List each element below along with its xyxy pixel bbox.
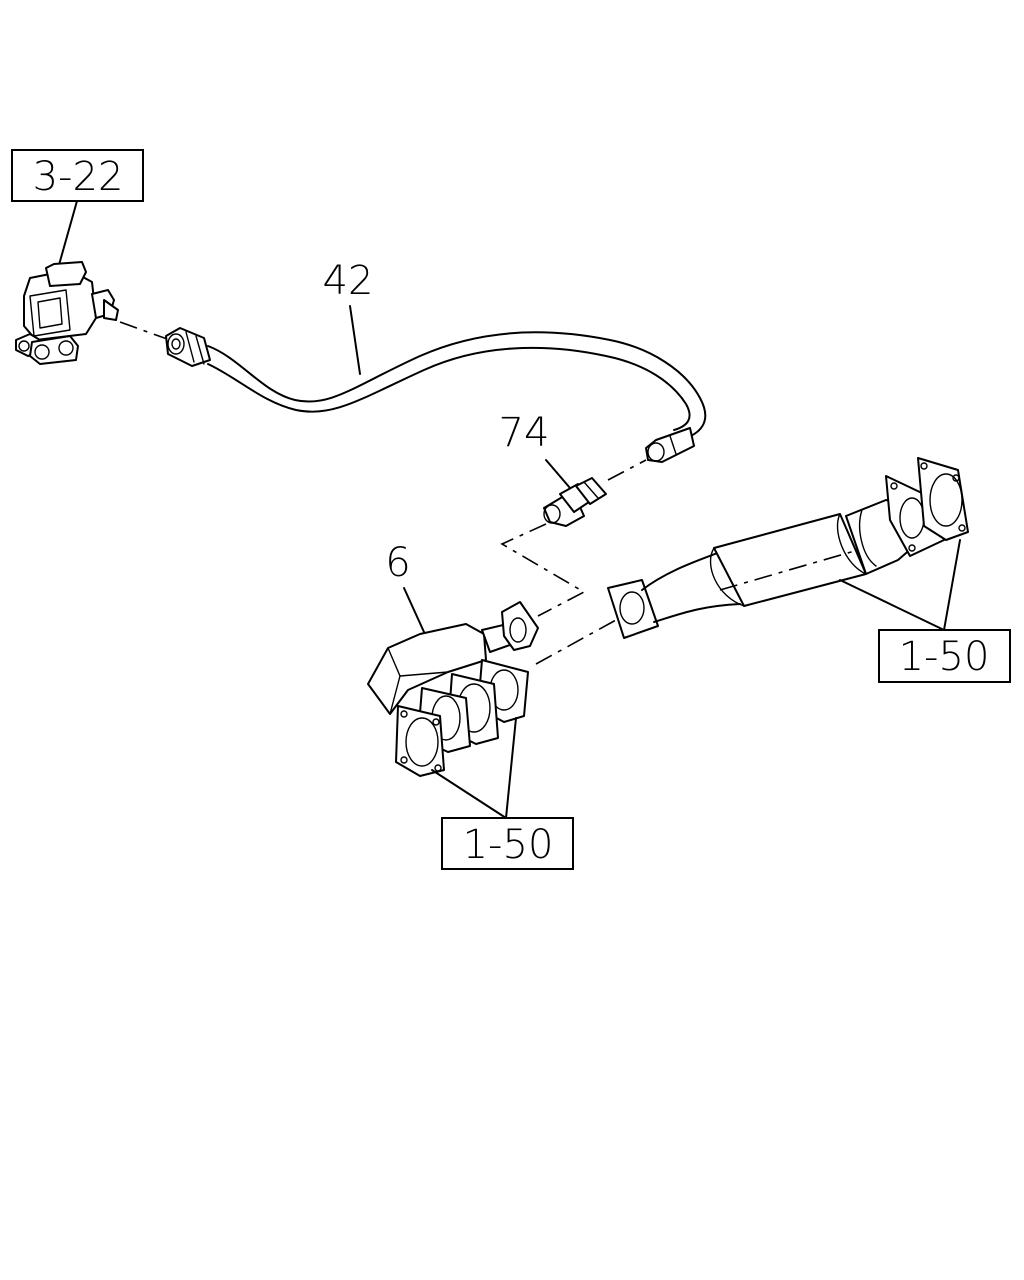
leader-line-74 <box>545 459 571 489</box>
dashed-line-fitting-pipe <box>500 523 586 617</box>
hose-42 <box>165 327 707 463</box>
leader-line-6 <box>403 587 425 633</box>
reference-box-1-50-right[interactable]: 1-50 <box>878 629 1011 683</box>
dashed-line-valve-hose <box>119 321 171 341</box>
dashed-line-fitting-hose <box>607 459 647 481</box>
leader-line-42 <box>349 305 361 375</box>
leader-line-1-50-bottom-a <box>431 769 507 819</box>
reference-box-3-22[interactable]: 3-22 <box>11 149 144 202</box>
reference-label-1-50-right: 1-50 <box>899 634 990 680</box>
part-number-6: 6 <box>385 540 410 586</box>
part-number-74: 74 <box>499 410 550 456</box>
exhaust-part-6 <box>367 601 539 777</box>
leader-line-1-50-right-a <box>839 579 945 631</box>
part-number-42: 42 <box>323 258 374 304</box>
reference-label-1-50-bottom: 1-50 <box>463 822 554 868</box>
reference-box-1-50-bottom[interactable]: 1-50 <box>441 817 574 870</box>
leader-line-3-22 <box>56 200 78 273</box>
fitting-74 <box>543 477 607 527</box>
valve-assembly <box>15 261 119 365</box>
dashed-line-part6-pipe <box>535 619 617 665</box>
exhaust-pipe-muffler <box>607 457 969 639</box>
leader-line-1-50-bottom-b <box>505 717 517 819</box>
leader-line-1-50-right-b <box>943 539 961 631</box>
reference-label-3-22: 3-22 <box>33 154 124 200</box>
